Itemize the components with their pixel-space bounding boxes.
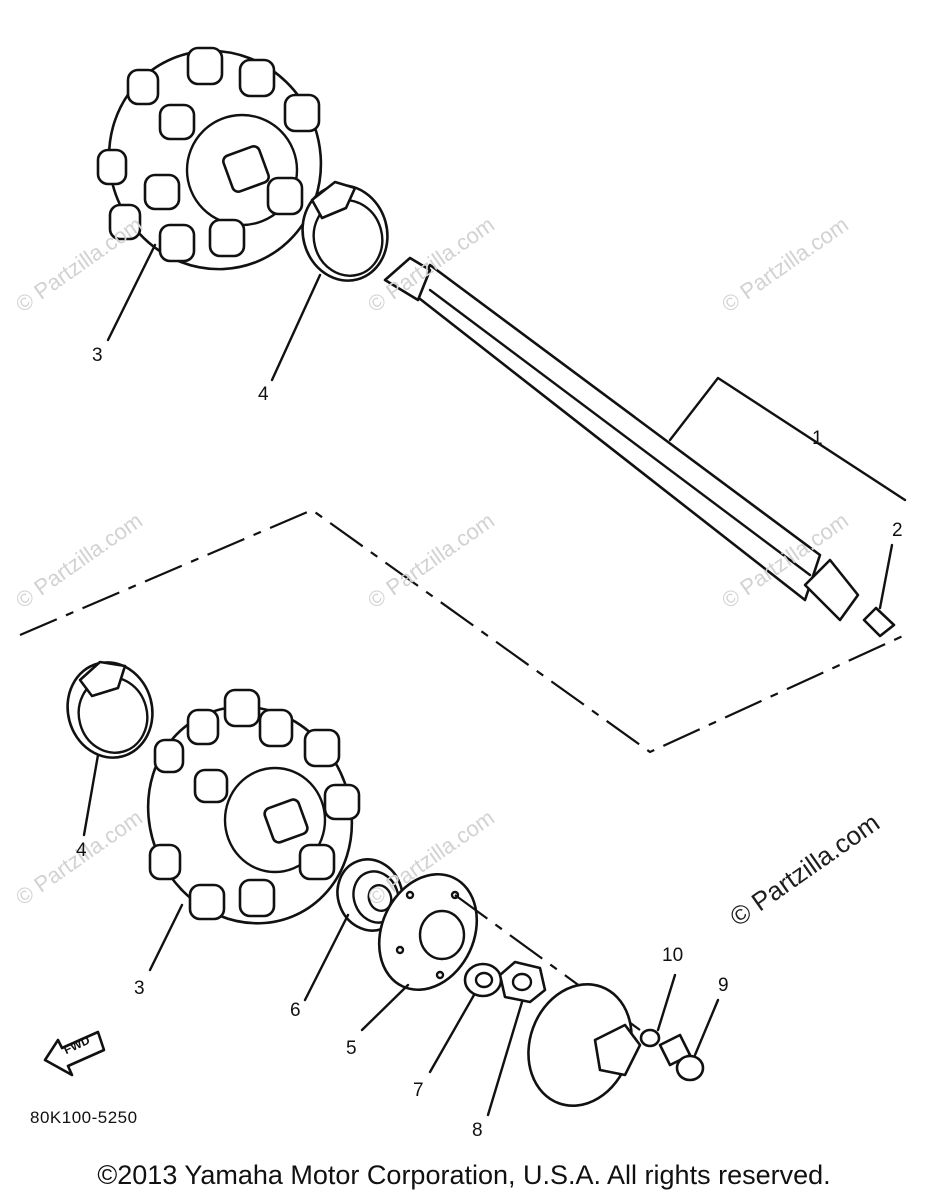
callout-3-bottom: 3 — [134, 978, 145, 999]
sprocket-bottom — [146, 688, 361, 925]
callout-10: 10 — [662, 945, 684, 966]
hose-clamp-bottom — [66, 660, 154, 759]
pin — [862, 606, 896, 638]
diagram-code: 80K100-5250 — [30, 1108, 138, 1127]
hose-clamp-top — [301, 180, 389, 282]
callout-4-bottom: 4 — [76, 840, 87, 861]
callout-6: 6 — [290, 1000, 301, 1021]
callout-9: 9 — [718, 975, 729, 996]
bolt — [658, 1033, 705, 1082]
callout-8: 8 — [472, 1120, 483, 1141]
fwd-arrow-icon — [43, 1030, 106, 1077]
callout-3-top: 3 — [92, 345, 103, 366]
flange-plate — [377, 872, 479, 992]
bearing-housing — [527, 982, 642, 1108]
callout-5: 5 — [346, 1038, 357, 1059]
callout-1: 1 — [812, 428, 823, 449]
copyright-notice: ©2013 Yamaha Motor Corporation, U.S.A. A… — [97, 1160, 831, 1190]
drive-shaft — [383, 256, 860, 622]
callout-2: 2 — [892, 520, 903, 541]
lock-washer — [639, 1028, 661, 1048]
callout-7: 7 — [413, 1080, 424, 1101]
callout-4-top: 4 — [258, 384, 269, 405]
alignment-line — [19, 508, 906, 754]
exploded-parts-diagram — [19, 46, 907, 1117]
sprocket-top — [96, 46, 323, 271]
washer — [463, 962, 503, 998]
nut — [498, 960, 547, 1004]
